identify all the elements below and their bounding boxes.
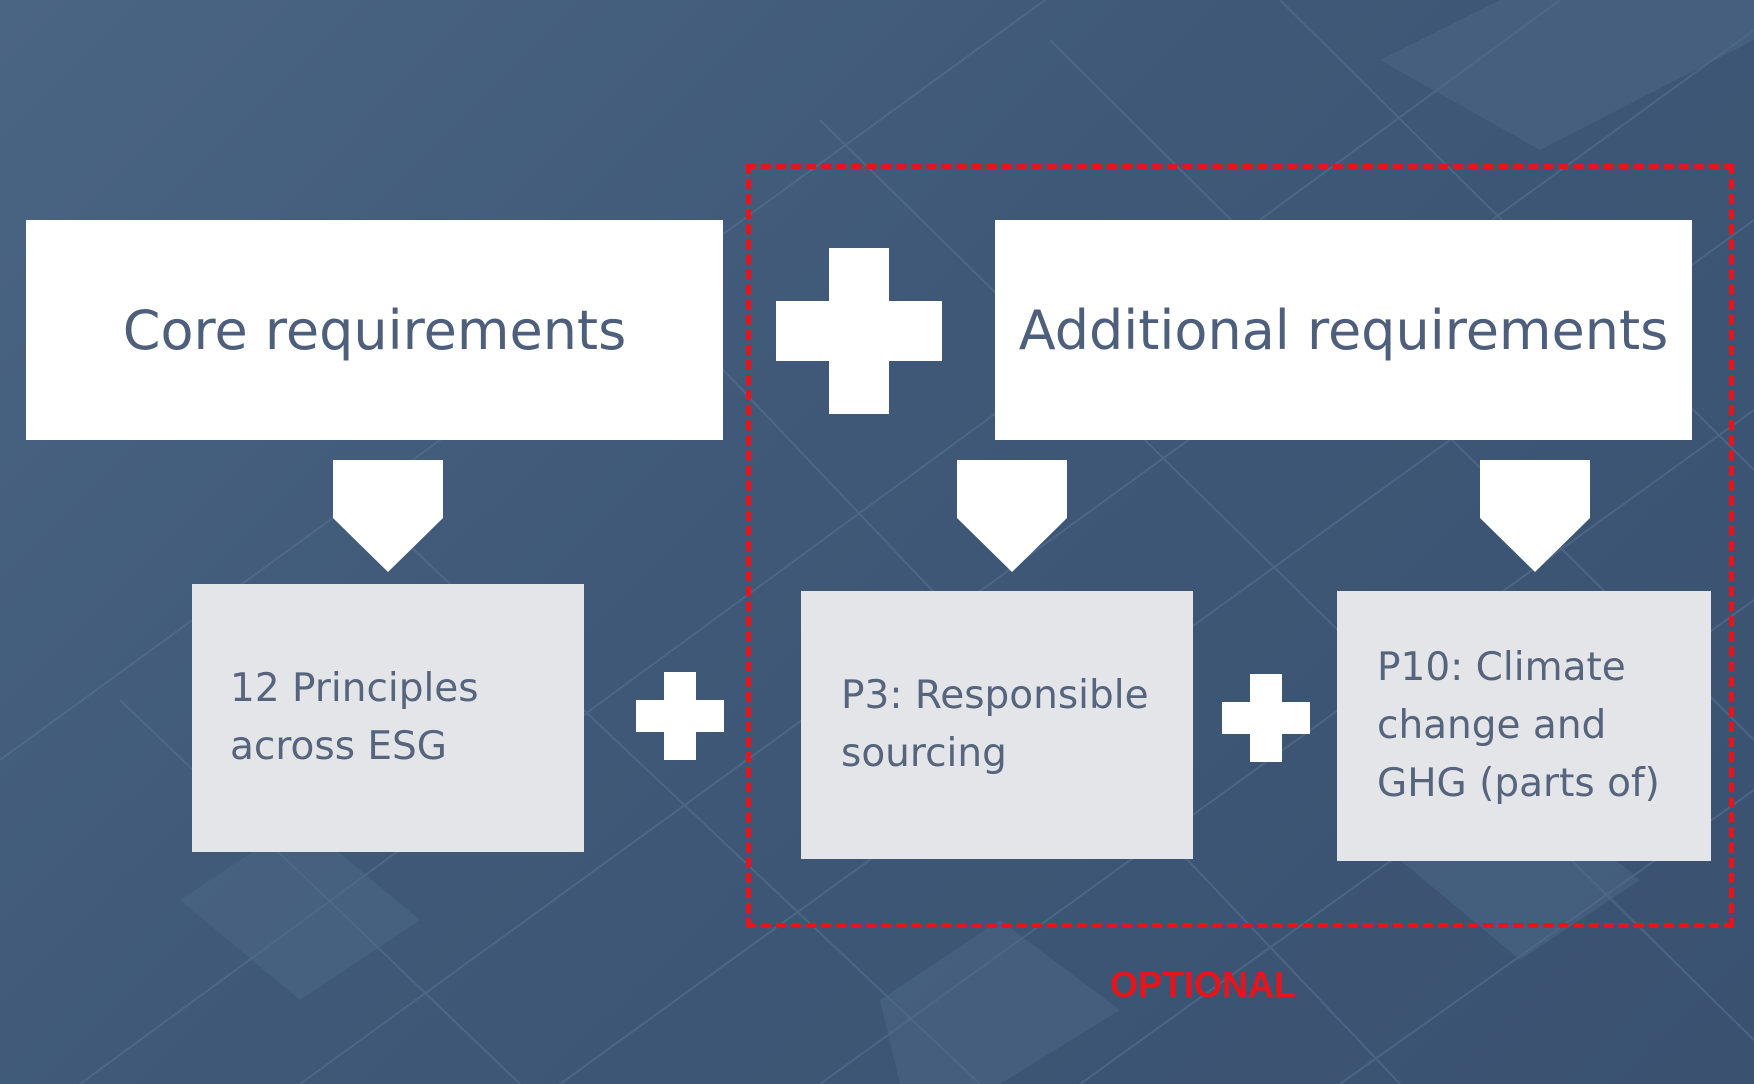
optional-dashed-frame (746, 164, 1734, 928)
p10-line: change and (1377, 703, 1607, 748)
core-requirements-title: Core requirements (122, 298, 627, 362)
additional-requirements-title: Additional requirements (1018, 298, 1669, 362)
p10-line: P10: Climate (1377, 645, 1626, 690)
core-requirements-box: Core requirements (26, 220, 723, 440)
plus-icon (1222, 674, 1310, 762)
core-detail-line: 12 Principles (230, 666, 479, 711)
core-detail-box: 12 Principles across ESG (192, 584, 584, 852)
p10-box: P10: Climate change and GHG (parts of) (1337, 591, 1711, 861)
p3-box: P3: Responsible sourcing (801, 591, 1193, 859)
chevron-down-icon (957, 460, 1067, 572)
plus-icon (776, 248, 942, 414)
chevron-down-icon (333, 460, 443, 572)
p3-line: sourcing (841, 731, 1007, 776)
core-detail-line: across ESG (230, 724, 448, 769)
additional-requirements-box: Additional requirements (995, 220, 1692, 440)
plus-icon (636, 672, 724, 760)
p10-line: GHG (parts of) (1377, 761, 1660, 806)
optional-label: OPTIONAL (1110, 964, 1296, 1005)
chevron-down-icon (1480, 460, 1590, 572)
p3-line: P3: Responsible (841, 673, 1149, 718)
